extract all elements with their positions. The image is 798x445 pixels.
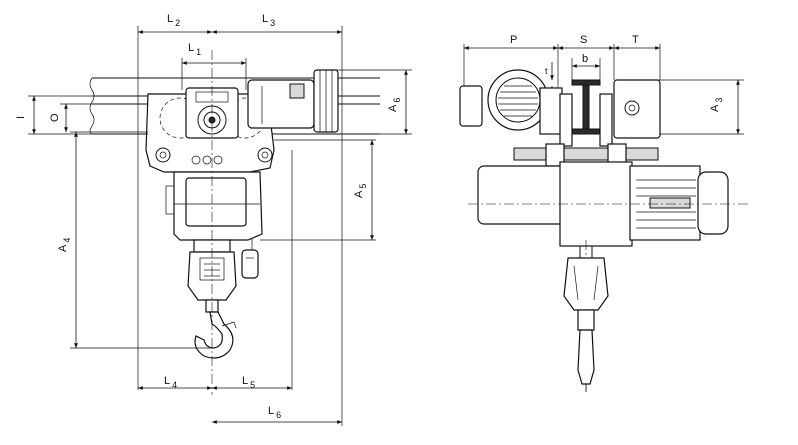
- front-view: P S T b t A3: [459, 34, 750, 392]
- label-P: P: [510, 34, 517, 46]
- travel-motor: [247, 69, 339, 133]
- label-O: O: [49, 113, 61, 122]
- label-S: S: [580, 34, 587, 46]
- label-I: I: [15, 116, 27, 119]
- label-T: T: [632, 34, 639, 46]
- side-cover: [613, 79, 661, 139]
- label-A4: A4: [57, 238, 72, 252]
- hook-front: [563, 246, 609, 392]
- side-view: L2 L3 L1 L4 L5 L6 I O A4 A5 A6: [15, 13, 412, 426]
- control-plug: [241, 238, 259, 279]
- i-beam: [571, 79, 601, 135]
- label-b: b: [582, 53, 588, 65]
- motor-fins: [498, 85, 538, 117]
- label-t: t: [545, 66, 548, 76]
- trolley-plates: [513, 93, 659, 167]
- hoist-body: [165, 171, 263, 241]
- label-A3: A3: [709, 98, 724, 112]
- label-A5: A5: [353, 184, 368, 198]
- label-A6: A6: [387, 98, 402, 112]
- travel-motor-front: [459, 69, 563, 135]
